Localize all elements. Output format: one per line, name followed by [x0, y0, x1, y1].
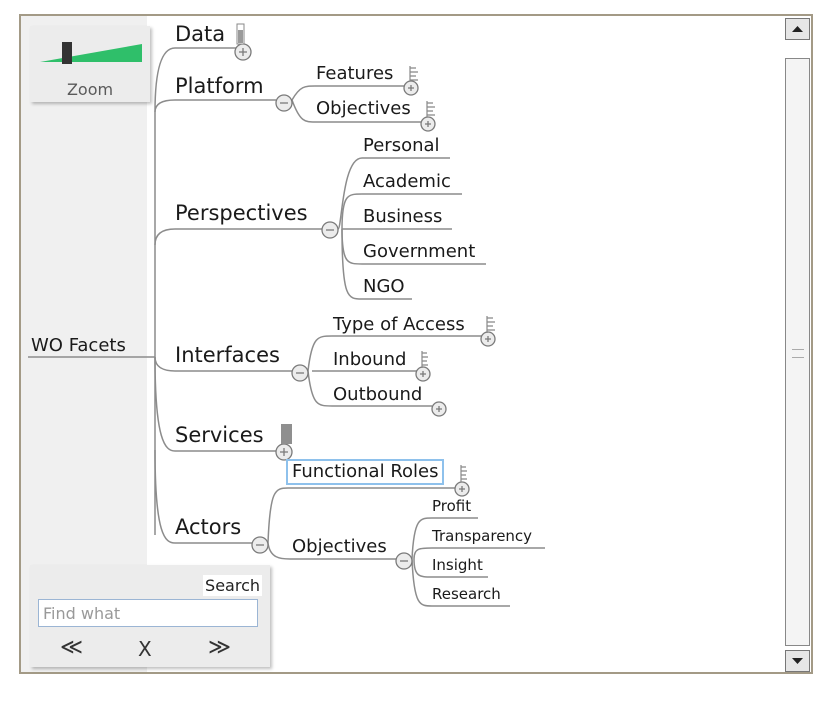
- zoom-slider[interactable]: [30, 26, 150, 76]
- scroll-up-button[interactable]: [785, 18, 810, 40]
- node-research[interactable]: Research: [432, 585, 501, 603]
- mindmap-frame: [19, 14, 813, 674]
- scroll-down-button[interactable]: [785, 650, 810, 672]
- search-panel: Search ≪ X ≫: [30, 565, 270, 667]
- zoom-control[interactable]: Zoom: [30, 26, 150, 102]
- node-ngo[interactable]: NGO: [363, 276, 405, 297]
- expand-icon-inbound[interactable]: [415, 366, 431, 382]
- node-academic[interactable]: Academic: [363, 171, 451, 192]
- expand-icon-features[interactable]: [403, 80, 419, 96]
- zoom-slope: [40, 44, 142, 62]
- node-platform[interactable]: Platform: [175, 74, 264, 98]
- node-profit[interactable]: Profit: [432, 497, 472, 515]
- node-transparency[interactable]: Transparency: [432, 527, 533, 545]
- bars-icon-objectives: [426, 101, 435, 117]
- node-actors-objectives[interactable]: Objectives: [292, 536, 387, 557]
- search-prev-button[interactable]: ≪: [60, 635, 84, 660]
- left-pane: [21, 16, 147, 672]
- expand-icon-services[interactable]: [275, 443, 293, 461]
- node-data[interactable]: Data: [175, 22, 226, 46]
- search-input[interactable]: [38, 599, 258, 627]
- vertical-scrollbar[interactable]: [784, 18, 811, 672]
- notes-icons: [236, 23, 495, 482]
- zoom-label: Zoom: [66, 80, 114, 99]
- expand-icon-outbound[interactable]: [431, 401, 447, 417]
- bars-icon-functional-roles: [460, 465, 467, 482]
- node-interfaces[interactable]: Interfaces: [175, 343, 280, 367]
- expand-icon-data[interactable]: [234, 43, 252, 61]
- grip-icon: [792, 349, 804, 358]
- node-perspectives[interactable]: Perspectives: [175, 201, 308, 225]
- scroll-thumb[interactable]: [785, 58, 810, 646]
- triangle-down-icon: [792, 658, 803, 664]
- triangle-up-icon: [792, 26, 803, 32]
- node-root[interactable]: WO Facets: [31, 335, 126, 356]
- zoom-thumb[interactable]: [62, 42, 72, 64]
- search-title: Search: [203, 575, 262, 596]
- node-platform-objectives[interactable]: Objectives: [316, 98, 411, 119]
- search-next-button[interactable]: ≫: [208, 635, 232, 660]
- collapse-icon-objectives-actors[interactable]: [395, 552, 413, 570]
- bars-icon-data: [236, 23, 245, 45]
- bars-icon-inbound: [421, 351, 428, 368]
- node-features[interactable]: Features: [316, 63, 394, 84]
- node-actors[interactable]: Actors: [175, 515, 242, 539]
- node-type-of-access[interactable]: Type of Access: [333, 314, 465, 335]
- node-personal[interactable]: Personal: [363, 135, 440, 156]
- expand-icon-type-of-access[interactable]: [480, 331, 496, 347]
- collapse-icon-perspectives[interactable]: [321, 221, 339, 239]
- node-outbound[interactable]: Outbound: [333, 384, 423, 405]
- bars-icon-type-of-access: [486, 316, 495, 333]
- node-business[interactable]: Business: [363, 206, 443, 227]
- expand-icon-functional-roles[interactable]: [454, 481, 470, 497]
- expand-icon-objectives-platform[interactable]: [420, 116, 436, 132]
- collapse-icon-platform[interactable]: [275, 94, 293, 112]
- node-government[interactable]: Government: [363, 241, 476, 262]
- collapse-icon-interfaces[interactable]: [291, 364, 309, 382]
- node-services[interactable]: Services: [175, 423, 264, 447]
- search-clear-button[interactable]: X: [138, 637, 152, 661]
- bars-icon-services: [281, 424, 292, 444]
- bars-icon-features: [409, 66, 418, 81]
- collapse-icon-actors[interactable]: [251, 536, 269, 554]
- node-insight[interactable]: Insight: [432, 556, 483, 574]
- node-functional-roles[interactable]: Functional Roles: [286, 459, 445, 485]
- node-inbound[interactable]: Inbound: [333, 349, 407, 370]
